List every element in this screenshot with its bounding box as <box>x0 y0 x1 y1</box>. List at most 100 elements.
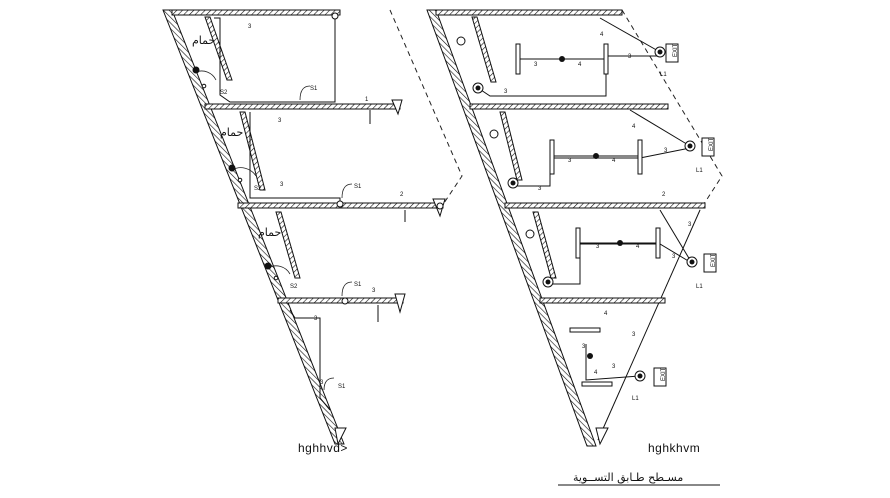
left-floor-plan: 3 3 3 3 3 3 2 1 S1 S1 S1 S1 S2 S2 S2 حما… <box>162 9 463 455</box>
right-count-13: 3 <box>672 254 676 260</box>
right-count-19: 3 <box>632 332 636 338</box>
right-feed-1 <box>599 17 661 53</box>
left-partition-2 <box>239 111 266 191</box>
right-feed-3 <box>659 209 691 261</box>
right-count-3: 3 <box>628 54 632 60</box>
left-switch-s1-a: S1 <box>310 86 318 92</box>
right-tube-3a <box>575 227 581 259</box>
left-lamp-small-2 <box>237 177 243 183</box>
right-junction-1 <box>559 56 565 62</box>
right-count-16: 3 <box>582 344 586 350</box>
right-wall-light-3 <box>525 229 535 239</box>
right-exit-sign-3: EXIT <box>703 253 717 273</box>
right-light-id-3: L1 <box>696 284 703 290</box>
left-switch-arc-3 <box>341 281 353 297</box>
left-outer-wall <box>162 9 345 445</box>
left-wire-count-3: 3 <box>280 182 284 188</box>
right-count-20: 3 <box>688 222 692 228</box>
right-wire-1 <box>477 55 660 97</box>
right-count-14: 2 <box>662 192 666 198</box>
right-outer-wall <box>426 9 597 447</box>
left-wire-count-6: 3 <box>320 380 324 386</box>
right-wall-1 <box>435 9 623 16</box>
left-plan-caption: hghhvd> <box>298 441 348 455</box>
left-wire-2 <box>249 112 341 205</box>
left-socket-4 <box>436 202 444 210</box>
right-partition-3 <box>532 211 557 279</box>
right-tube-1b <box>603 43 609 75</box>
right-count-12: 4 <box>636 244 640 250</box>
left-wall-2 <box>204 103 401 110</box>
left-room-label-1: حمام <box>192 34 215 47</box>
left-lamp-3 <box>264 262 272 270</box>
right-lamp-4-core <box>657 49 663 55</box>
right-floor-plan: EXIT EXIT EXIT EXIT L1 L1 L1 L1 3 4 3 4 … <box>426 9 723 455</box>
right-lamp-3-core <box>545 279 551 285</box>
right-count-17: 4 <box>594 370 598 376</box>
right-light-id-4: L1 <box>632 396 639 402</box>
right-count-6: 3 <box>568 158 572 164</box>
left-bottom-cap <box>334 427 347 446</box>
right-exit-sign-4: EXIT <box>653 367 667 387</box>
right-tube-3b <box>655 227 661 259</box>
left-switch-arc-1 <box>299 85 311 101</box>
right-count-11: 3 <box>596 244 600 250</box>
left-partition-1 <box>204 16 233 81</box>
left-switch-s2-c: S2 <box>290 284 298 290</box>
right-count-18: 3 <box>612 364 616 370</box>
left-socket-3 <box>341 297 349 305</box>
right-junction-4 <box>587 353 593 359</box>
right-count-7: 4 <box>612 158 616 164</box>
left-socket-1 <box>331 12 339 20</box>
right-dashed-boundary <box>621 9 723 211</box>
left-dashed-boundary <box>389 9 463 213</box>
right-bottom-cap <box>595 427 609 446</box>
right-wire-3 <box>548 243 691 285</box>
left-wall-1 <box>171 9 341 16</box>
right-junction-3 <box>617 240 623 246</box>
right-count-5: 3 <box>504 89 508 95</box>
right-feed-2 <box>629 109 691 147</box>
left-room-label-2: حمام <box>220 126 243 139</box>
right-count-1: 3 <box>534 62 538 68</box>
right-exit-sign-1: EXIT <box>665 43 679 63</box>
right-lamp-5-core <box>687 143 693 149</box>
left-switch-arc-4 <box>323 377 335 391</box>
left-lamp-2 <box>228 164 236 172</box>
left-room-label-3: حمام <box>258 226 281 239</box>
right-tube-2b <box>637 139 643 175</box>
left-switch-s1-c: S1 <box>354 282 362 288</box>
right-exit-sign-2: EXIT <box>701 137 715 157</box>
right-tube-2a <box>549 139 555 175</box>
right-wire-4 <box>585 344 641 381</box>
svg-text:EXIT: EXIT <box>711 253 717 267</box>
left-wire-count-1: 3 <box>248 24 252 30</box>
left-switch-arc-2 <box>341 183 353 199</box>
left-partition-3 <box>275 211 301 279</box>
right-wall-2 <box>469 103 669 110</box>
right-tube-4b <box>581 381 613 387</box>
right-partition-2 <box>499 111 523 181</box>
right-lamp-1-core <box>475 85 481 91</box>
left-wire-count-4: 3 <box>314 316 318 322</box>
right-count-4: 4 <box>600 32 604 38</box>
right-lamp-6-core <box>689 259 695 265</box>
right-count-15: 4 <box>604 311 608 317</box>
left-wall-cap-4 <box>394 293 406 314</box>
left-wire-count-7: 2 <box>400 192 404 198</box>
right-wall-light-2 <box>489 129 499 139</box>
right-tube-1a <box>515 43 521 75</box>
left-switch-s1-b: S1 <box>354 184 362 190</box>
left-wall-cap-2 <box>391 99 403 116</box>
right-plan-caption: hghkhvm <box>648 441 700 455</box>
right-light-id-2: L1 <box>696 168 703 174</box>
svg-text:EXIT: EXIT <box>673 43 679 57</box>
right-junction-2 <box>593 153 599 159</box>
right-wall-4 <box>539 297 666 304</box>
left-wire-count-5: 3 <box>372 288 376 294</box>
left-switch-s2-a: S2 <box>220 90 228 96</box>
left-wire-3 <box>289 309 331 411</box>
right-count-2: 4 <box>578 62 582 68</box>
svg-text:EXIT: EXIT <box>661 367 667 381</box>
